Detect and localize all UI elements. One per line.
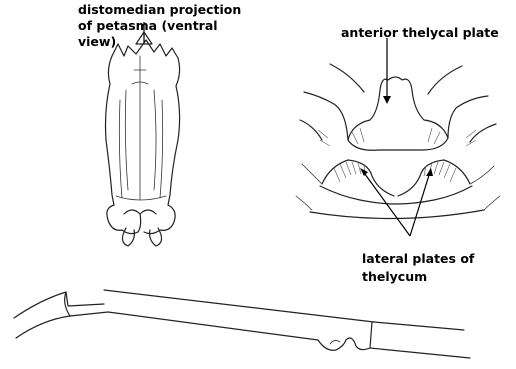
arrow-anterior-plate xyxy=(383,38,391,104)
thelycum-drawing xyxy=(296,64,500,219)
label-lateral-plates-line2: thelycum xyxy=(362,269,427,284)
arrow-lateral-plate-left xyxy=(360,168,410,236)
label-petasma-line2: of petasma (ventral xyxy=(78,18,218,33)
label-petasma-line1: distomedian projection xyxy=(78,2,241,17)
label-anterior-thelycal-plate: anterior thelycal plate xyxy=(341,25,499,40)
appendage-drawing xyxy=(14,290,470,358)
label-petasma-line3: view) xyxy=(78,34,116,49)
label-lateral-plates-line1: lateral plates of xyxy=(362,251,475,266)
petasma-drawing xyxy=(106,40,180,246)
